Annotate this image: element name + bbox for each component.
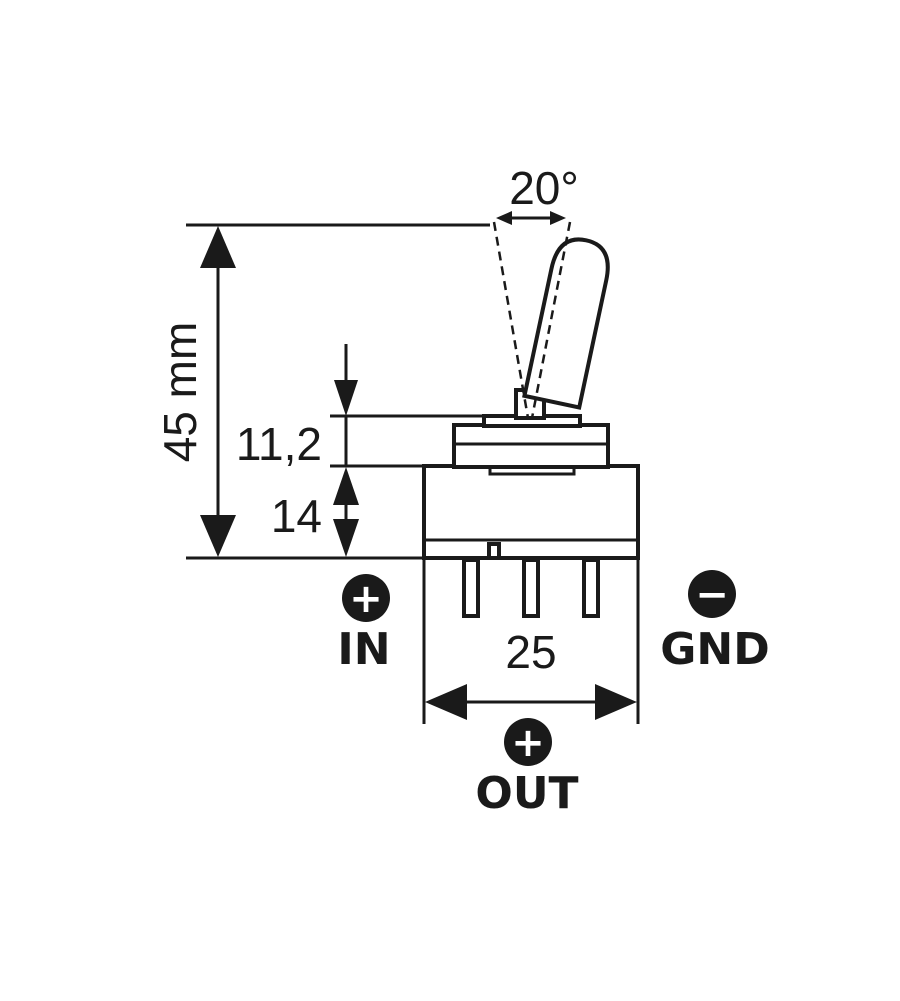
minus-icon	[688, 570, 736, 618]
terminal-out: + OUT	[475, 718, 579, 819]
gnd-label: GND	[660, 624, 769, 675]
out-label: OUT	[475, 768, 578, 819]
bushing-height-dimension: 11,2	[236, 344, 484, 470]
in-label: IN	[337, 624, 390, 675]
out-symbol: +	[511, 720, 545, 766]
bushing-height-label: 11,2	[236, 418, 322, 470]
terminal-gnd: − GND	[660, 570, 770, 675]
terminal-pins	[462, 542, 600, 618]
switch-body	[422, 464, 640, 560]
total-height-label: 45 mm	[154, 322, 206, 463]
angle-label: 20°	[509, 162, 579, 214]
switch-lever	[514, 237, 610, 420]
angle-guide-left	[492, 221, 530, 419]
plus-icon	[342, 574, 390, 622]
in-symbol: +	[349, 576, 383, 622]
body-width-label: 25	[505, 626, 556, 678]
terminal-in: + IN	[337, 574, 391, 675]
body-height-label: 14	[271, 490, 322, 542]
body-width-dimension: 25	[422, 558, 640, 724]
total-height-dimension: 45 mm	[154, 223, 490, 560]
plus-icon	[504, 718, 552, 766]
angle-dimension: 20°	[496, 162, 579, 225]
gnd-symbol: −	[695, 572, 729, 618]
switch-bushing	[452, 414, 610, 469]
body-height-dimension: 14	[271, 467, 359, 557]
angle-guide-right	[530, 221, 572, 419]
